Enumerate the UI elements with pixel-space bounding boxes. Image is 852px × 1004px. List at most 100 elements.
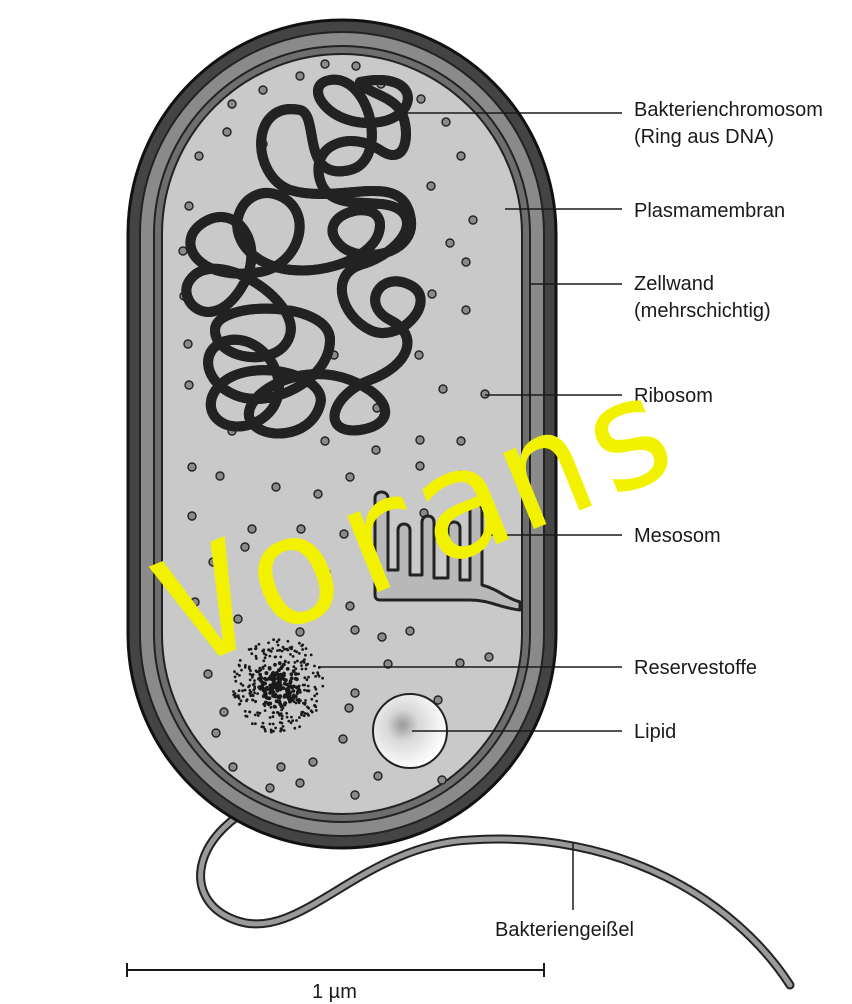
- label-reserve: Reservestoffe: [634, 657, 757, 679]
- reserve-granule: [270, 706, 273, 709]
- ribosome-dot: [195, 152, 203, 160]
- reserve-granule: [246, 715, 249, 718]
- reserve-granule: [253, 682, 256, 685]
- reserve-granule: [264, 730, 267, 733]
- reserve-granule: [281, 686, 285, 690]
- reserve-granule: [290, 686, 294, 690]
- ribosome-dot: [374, 772, 382, 780]
- reserve-granule: [254, 700, 257, 703]
- ribosome-dot: [446, 239, 454, 247]
- reserve-granule: [299, 699, 302, 702]
- reserve-granule: [315, 700, 318, 703]
- reserve-granule: [314, 675, 317, 678]
- reserve-granule: [292, 665, 295, 668]
- label-flagellum: Bakteriengeißel: [495, 919, 634, 941]
- reserve-granule: [313, 704, 316, 707]
- reserve-granule: [232, 690, 235, 693]
- ribosome-dot: [457, 152, 465, 160]
- reserve-granule: [311, 711, 314, 714]
- reserve-granule: [321, 677, 324, 680]
- reserve-granule: [315, 688, 318, 691]
- ribosome-dot: [456, 659, 464, 667]
- ribosome-dot: [228, 100, 236, 108]
- ribosome-dot: [296, 72, 304, 80]
- reserve-granule: [310, 698, 313, 701]
- reserve-granule: [303, 676, 306, 679]
- ribosome-dot: [339, 735, 347, 743]
- reserve-granule: [245, 700, 248, 703]
- reserve-granule: [291, 719, 294, 722]
- reserve-granule: [307, 685, 310, 688]
- reserve-granule: [260, 725, 263, 728]
- reserve-granule: [300, 711, 303, 714]
- reserve-granule: [288, 681, 292, 685]
- reserve-granule: [284, 678, 288, 682]
- reserve-granule: [268, 691, 272, 695]
- scale-bar-label: 1 µm: [312, 981, 357, 1003]
- reserve-granule: [296, 690, 300, 694]
- reserve-granule: [242, 695, 245, 698]
- reserve-granule: [282, 725, 285, 728]
- reserve-granule: [272, 711, 275, 714]
- reserve-granule: [304, 702, 307, 705]
- ribosome-dot: [352, 62, 360, 70]
- ribosome-dot: [179, 247, 187, 255]
- ribosome-dot: [438, 776, 446, 784]
- ribosome-dot: [345, 704, 353, 712]
- reserve-granule: [248, 684, 251, 687]
- reserve-granule: [256, 692, 259, 695]
- ribosome-dot: [223, 128, 231, 136]
- reserve-granule: [264, 709, 267, 712]
- reserve-granule: [308, 689, 311, 692]
- reserve-granule: [238, 689, 241, 692]
- reserve-granule: [252, 689, 255, 692]
- reserve-granule: [279, 673, 283, 677]
- reserve-granule: [252, 694, 255, 697]
- reserve-granule: [251, 722, 254, 725]
- reserve-granule: [277, 711, 280, 714]
- reserve-granule: [241, 689, 244, 692]
- reserve-granule: [283, 703, 287, 707]
- reserve-granule: [306, 678, 309, 681]
- reserve-granule: [262, 703, 265, 706]
- reserve-granule: [283, 695, 287, 699]
- reserve-granule: [253, 685, 256, 688]
- reserve-granule: [275, 685, 279, 689]
- reserve-granule: [306, 663, 309, 666]
- ribosome-dot: [184, 340, 192, 348]
- reserve-granule: [273, 705, 277, 709]
- reserve-granule: [298, 725, 301, 728]
- ribosome-dot: [439, 385, 447, 393]
- reserve-granule: [278, 683, 282, 687]
- reserve-granule: [307, 676, 310, 679]
- reserve-granule: [295, 719, 298, 722]
- ribosome-dot: [469, 216, 477, 224]
- reserve-granule: [301, 668, 304, 671]
- ribosome-dot: [185, 202, 193, 210]
- reserve-granule: [258, 687, 262, 691]
- reserve-granule: [306, 712, 309, 715]
- ribosome-dot: [216, 472, 224, 480]
- reserve-granule: [235, 695, 238, 698]
- reserve-granule: [302, 684, 305, 687]
- reserve-granule: [307, 707, 310, 710]
- reserve-granule: [281, 728, 284, 731]
- reserve-granule: [272, 715, 275, 718]
- reserve-granule: [296, 686, 300, 690]
- reserve-granule: [279, 721, 282, 724]
- ribosome-dot: [220, 708, 228, 716]
- ribosome-dot: [427, 182, 435, 190]
- reserve-granule: [312, 672, 315, 675]
- reserve-granule: [272, 723, 275, 726]
- ribosome-dot: [212, 729, 220, 737]
- reserve-granule: [271, 686, 275, 690]
- reserve-granule: [321, 685, 324, 688]
- reserve-granule: [269, 723, 272, 726]
- label-lipid: Lipid: [634, 721, 676, 743]
- ribosome-dot: [442, 118, 450, 126]
- label-plasma-membrane: Plasmamembran: [634, 200, 785, 222]
- reserve-granule: [287, 720, 290, 723]
- reserve-granule: [244, 689, 247, 692]
- ribosome-dot: [351, 689, 359, 697]
